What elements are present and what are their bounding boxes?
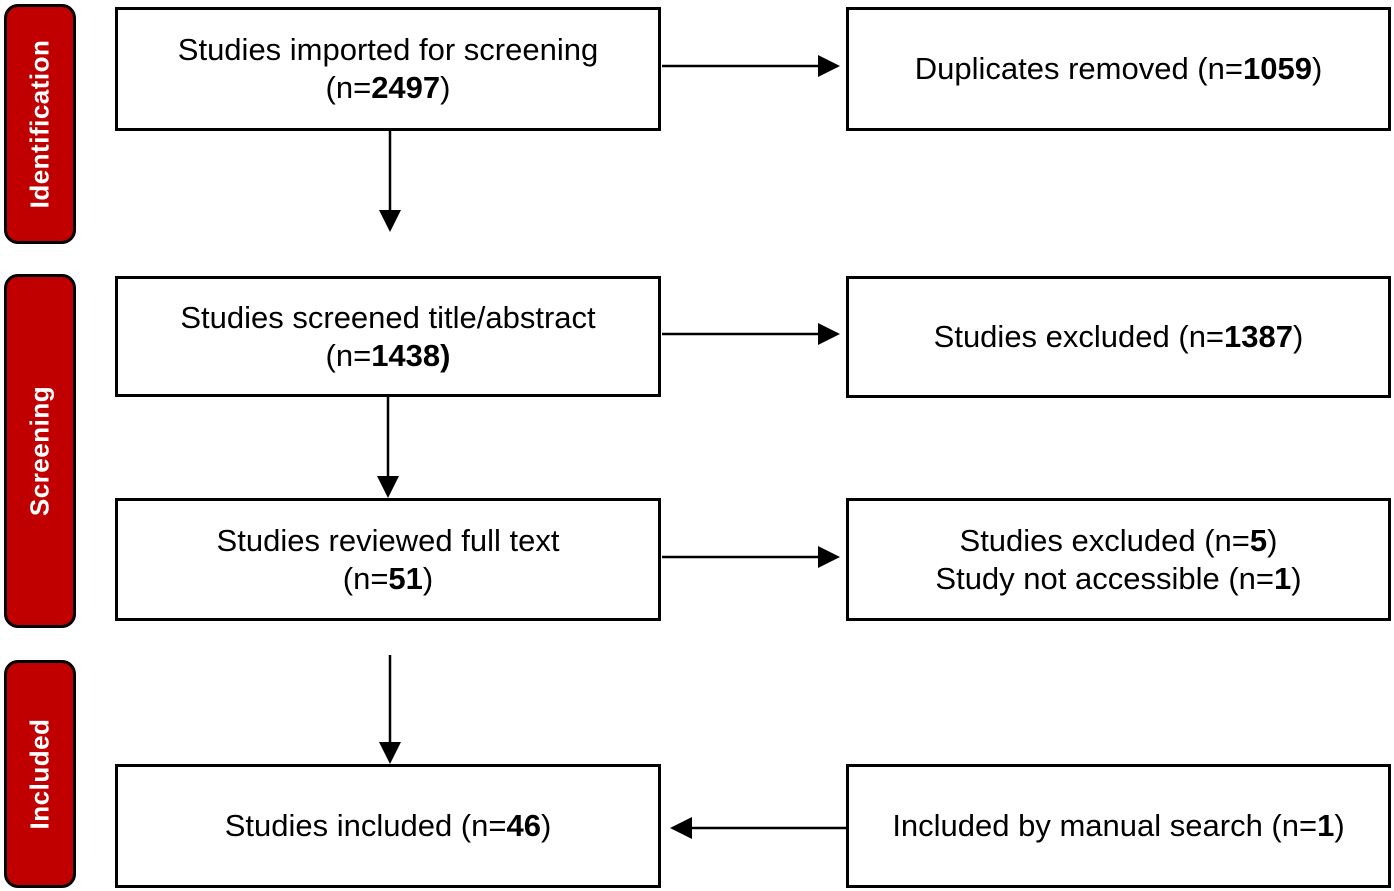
box-studies-excluded-title-text: Studies excluded (n=1387)	[933, 319, 1304, 354]
box-studies-excluded-fulltext: Studies excluded (n=5) Study not accessi…	[846, 498, 1391, 621]
arrow-imported-to-duplicates	[662, 55, 840, 77]
box-studies-fulltext-text: Studies reviewed full text	[216, 522, 560, 558]
box-studies-screened-text: Studies screened title/abstract	[180, 299, 596, 335]
box-duplicates-removed-text: Duplicates removed (n=1059)	[914, 51, 1323, 86]
box-studies-fulltext: Studies reviewed full text (n=51)	[115, 498, 661, 621]
box-included-manual-search: Included by manual search (n=1)	[846, 764, 1391, 888]
phase-included: Included	[4, 660, 76, 888]
phase-identification: Identification	[4, 4, 76, 244]
box-studies-included: Studies included (n=46)	[115, 764, 661, 888]
box-studies-excluded-title: Studies excluded (n=1387)	[846, 276, 1391, 398]
arrow-imported-to-screened	[379, 131, 401, 232]
box-studies-screened: Studies screened title/abstract (n=1438)	[115, 276, 661, 397]
box-duplicates-removed: Duplicates removed (n=1059)	[846, 7, 1391, 131]
box-studies-excluded-fulltext-line1: Studies excluded (n=5)	[959, 522, 1278, 558]
arrow-fulltext-to-excluded	[662, 546, 840, 568]
box-studies-included-text: Studies included (n=46)	[224, 808, 552, 843]
box-included-manual-search-text: Included by manual search (n=1)	[892, 808, 1345, 843]
box-studies-imported-text: Studies imported for screening	[177, 32, 599, 67]
arrow-manual-to-included	[670, 817, 846, 839]
box-studies-fulltext-count: (n=51)	[342, 560, 434, 596]
phase-screening: Screening	[4, 274, 76, 628]
arrow-screened-to-excluded	[662, 323, 840, 345]
arrow-fulltext-to-included	[379, 655, 401, 764]
box-studies-imported: Studies imported for screening (n=2497)	[115, 7, 661, 131]
box-studies-imported-count: (n=2497)	[325, 70, 451, 105]
box-studies-screened-count: (n=1438)	[325, 337, 451, 373]
box-studies-excluded-fulltext-line2: Study not accessible (n=1)	[935, 560, 1302, 596]
arrow-screened-to-fulltext	[377, 397, 399, 498]
